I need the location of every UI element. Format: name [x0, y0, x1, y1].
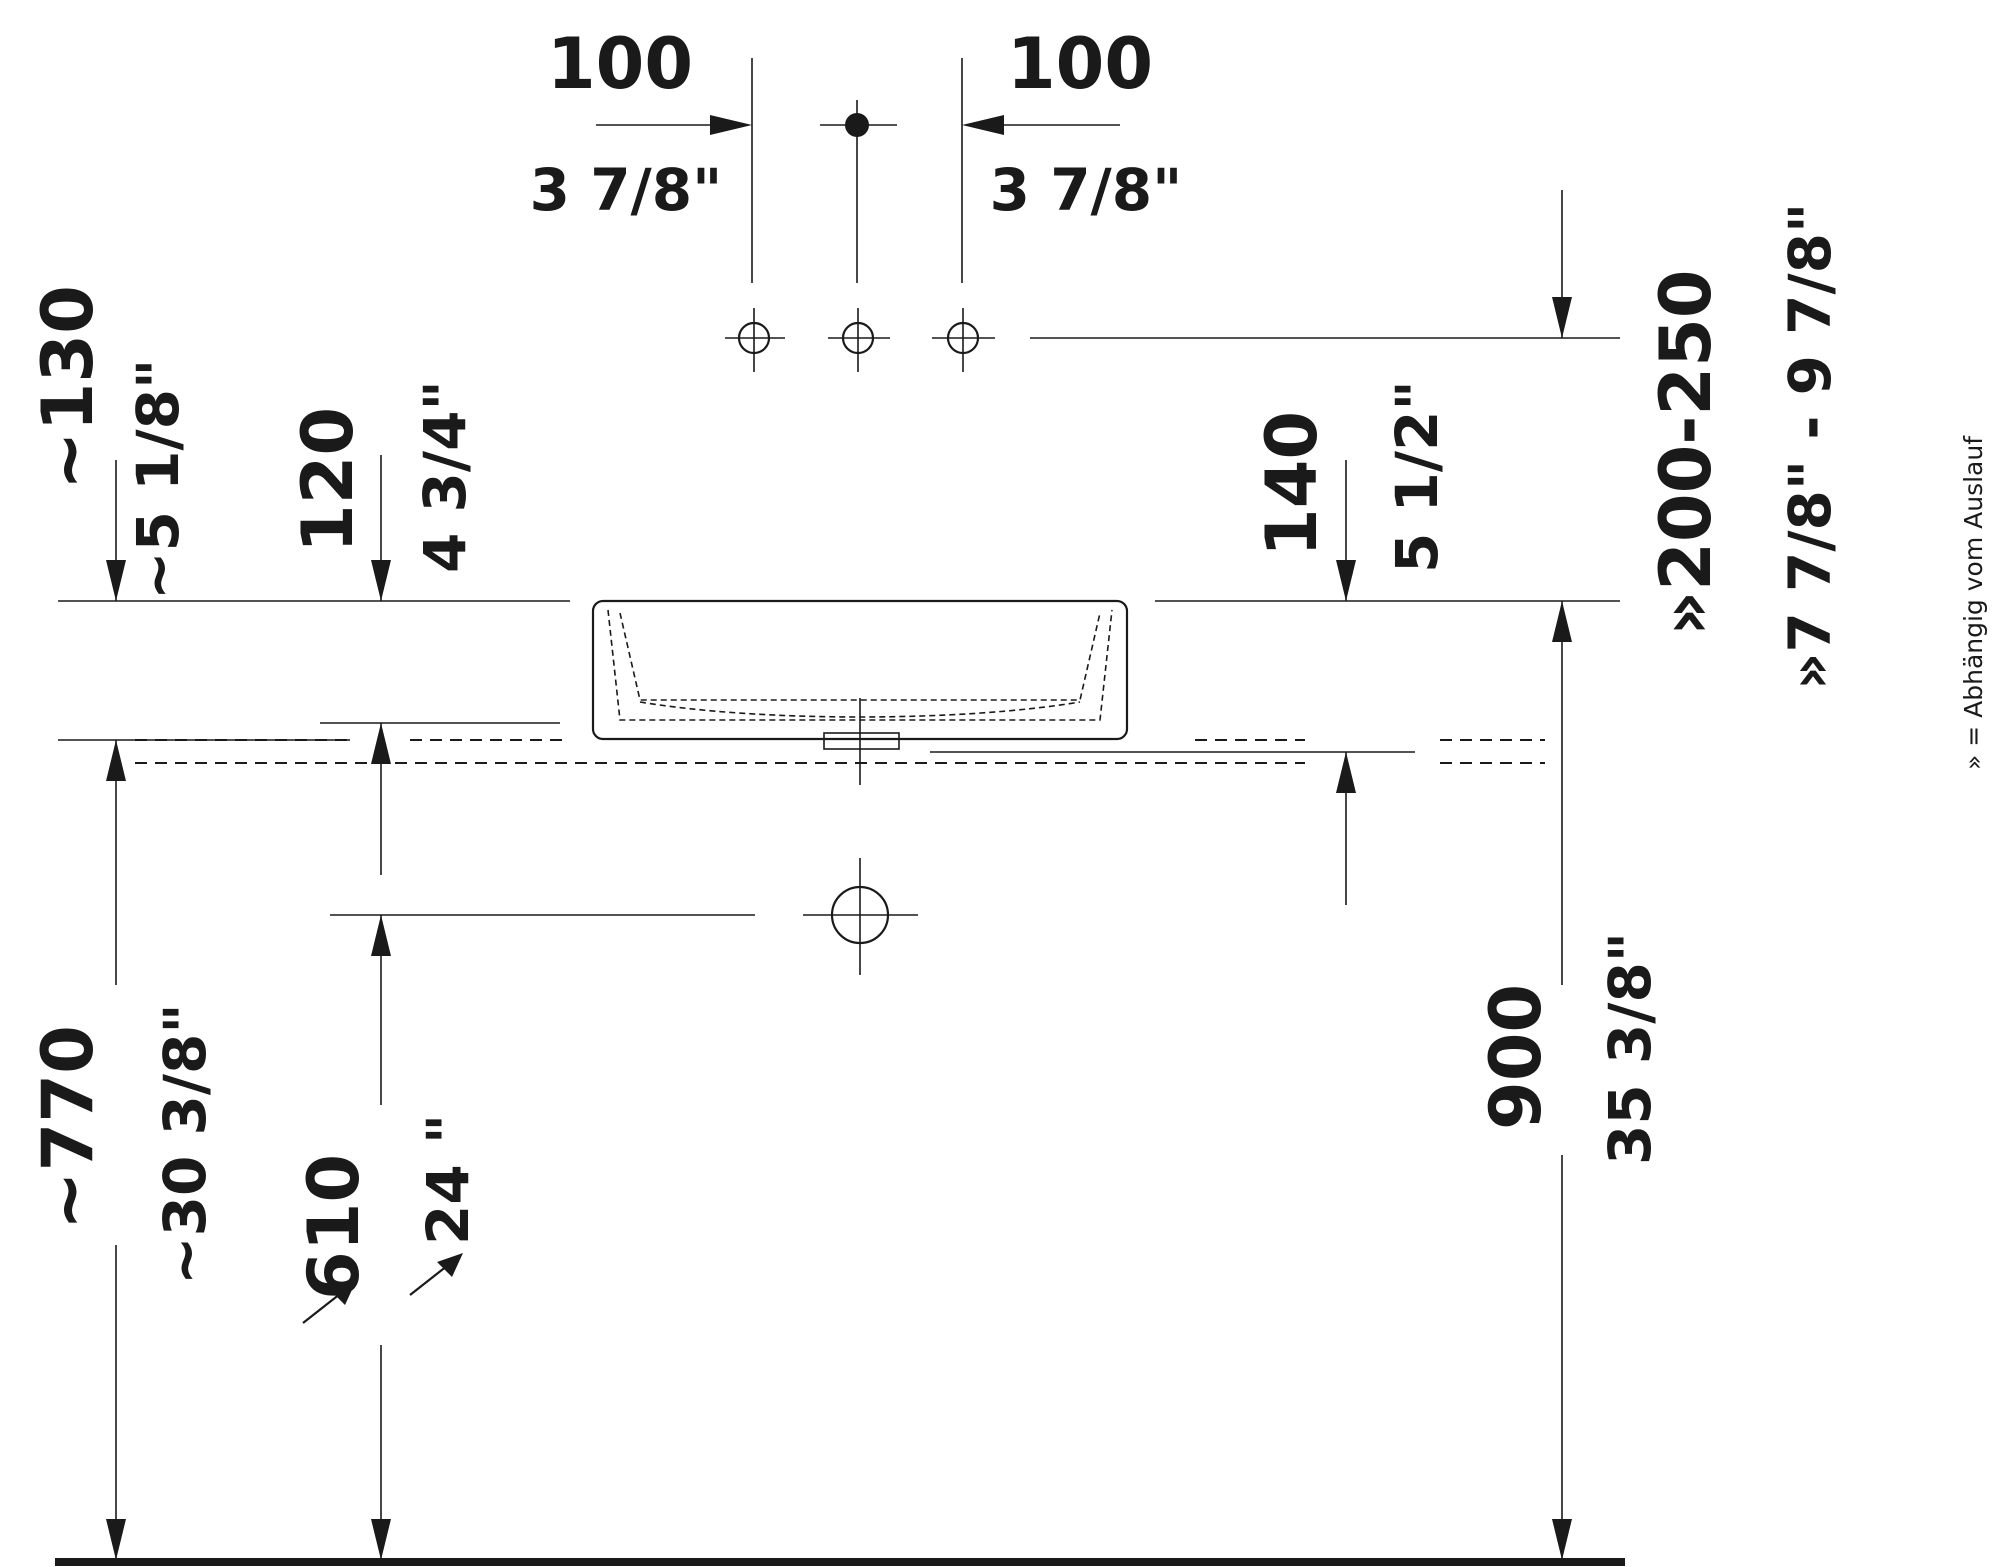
basin-height-mm: 140	[1251, 411, 1333, 557]
tap-range-in: »7 7/8" - 9 7/8"	[1776, 203, 1844, 690]
spout-centre-marker	[845, 113, 869, 137]
basin-outline	[591, 599, 1129, 785]
counter-height-mm: ~770	[27, 1025, 109, 1230]
tap-hole-right	[932, 308, 995, 372]
spacing-right-mm: 100	[1007, 23, 1153, 105]
rim-to-top-left-in: ~5 1/8"	[124, 359, 192, 600]
spout-dependency-note: » = Abhängig vom Auslauf	[1959, 435, 1988, 770]
basin-height-in: 5 1/2"	[1383, 380, 1451, 573]
tap-hole-left	[725, 308, 785, 372]
tap-height-in: 4 3/4"	[411, 380, 479, 573]
drain-height-in: 24 "	[414, 1114, 482, 1245]
rim-height-mm: 900	[1475, 984, 1557, 1130]
spacing-left-mm: 100	[547, 23, 693, 105]
counter-height-in: ~30 3/8"	[151, 1003, 219, 1285]
rim-to-top-left-mm: ~130	[27, 285, 109, 490]
tap-range-mm: »200-250	[1645, 269, 1727, 636]
spacing-left-in: 3 7/8"	[530, 156, 723, 224]
tap-hole-centre	[828, 308, 890, 372]
tap-spacing-group	[596, 58, 1620, 372]
rim-height-in: 35 3/8"	[1596, 932, 1664, 1165]
drain-height-mm: 610	[293, 1154, 375, 1300]
spacing-right-in: 3 7/8"	[990, 156, 1183, 224]
drain-position-marker	[330, 858, 918, 975]
tap-height-mm: 120	[287, 407, 369, 553]
